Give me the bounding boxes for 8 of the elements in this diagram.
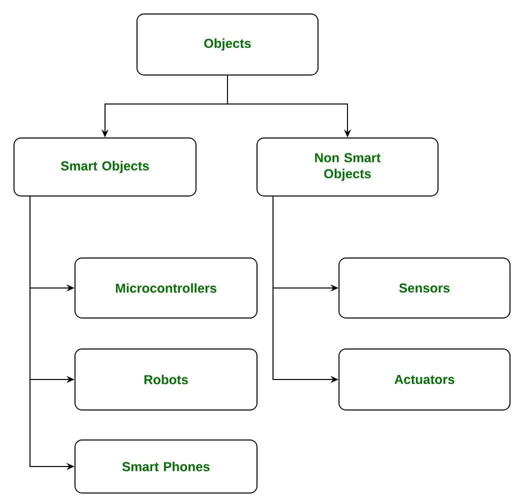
process-box: Smart Phones <box>74 440 258 494</box>
process-box: Sensors <box>338 258 510 318</box>
process-box: Robots <box>74 348 258 410</box>
process-box: Smart Objects <box>14 138 196 196</box>
process-box: Microcontrollers <box>74 258 258 318</box>
process-box: Non Smart Objects <box>256 138 438 196</box>
process-box: Actuators <box>338 348 510 410</box>
process-box: Objects <box>136 14 318 76</box>
